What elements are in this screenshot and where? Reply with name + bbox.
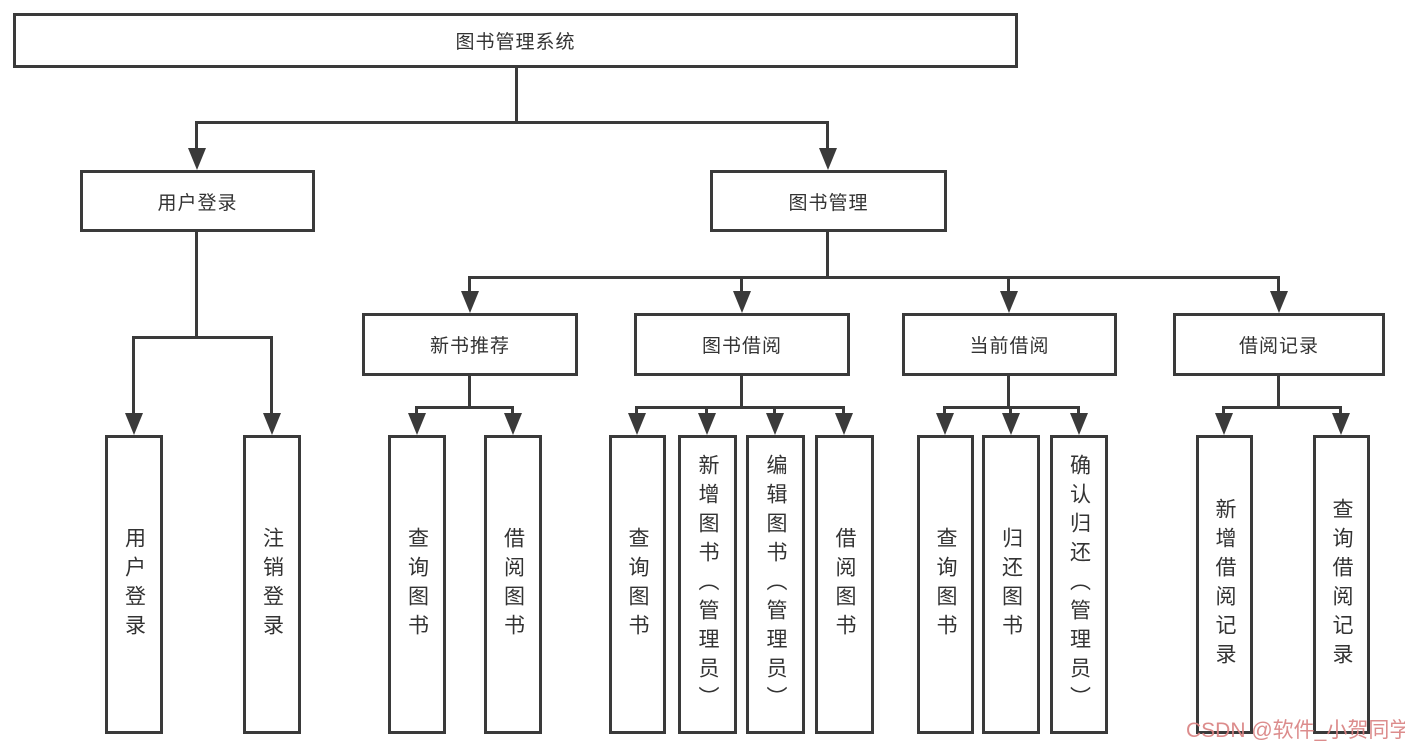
arrowhead bbox=[698, 413, 716, 435]
leaf-add-borrow-record: 新增借阅记录 bbox=[1196, 435, 1253, 734]
connector-drop bbox=[1007, 276, 1010, 293]
arrowhead bbox=[1002, 413, 1020, 435]
arrowhead bbox=[733, 291, 751, 313]
connector-book-mgmt-stem bbox=[826, 232, 829, 279]
connector-book-mgmt-branch bbox=[470, 276, 1279, 279]
leaf-return-books: 归还图书 bbox=[982, 435, 1040, 734]
leaf-user-login-label: 用户登录 bbox=[122, 526, 146, 643]
leaf-query-books-current: 查询图书 bbox=[917, 435, 974, 734]
arrowhead bbox=[125, 413, 143, 435]
connector-recommend-branch bbox=[417, 406, 513, 409]
connector-current-stem bbox=[1007, 376, 1010, 408]
node-new-book-recommend-label: 新书推荐 bbox=[429, 336, 510, 357]
csdn-watermark: CSDN @软件_小贺同学 bbox=[1186, 719, 1405, 742]
connector-drop bbox=[1222, 406, 1225, 415]
connector-root-branch bbox=[197, 121, 828, 124]
leaf-query-books-borrow-label: 查询图书 bbox=[626, 526, 649, 643]
leaf-query-books-recommend: 查询图书 bbox=[388, 435, 446, 734]
leaf-query-books-current-label: 查询图书 bbox=[934, 526, 957, 643]
leaf-query-books-recommend-label: 查询图书 bbox=[405, 526, 429, 643]
connector-drop bbox=[773, 406, 776, 415]
connector-borrowing-branch bbox=[637, 406, 844, 409]
leaf-query-borrow-record-label: 查询借阅记录 bbox=[1330, 497, 1353, 672]
node-book-management-label: 图书管理 bbox=[788, 192, 869, 214]
node-borrowing-records: 借阅记录 bbox=[1173, 313, 1385, 376]
arrowhead bbox=[766, 413, 784, 435]
leaf-logout-label: 注销登录 bbox=[260, 526, 284, 643]
leaf-edit-books-admin: 编辑图书（管理员） bbox=[746, 435, 805, 734]
connector-root-stem bbox=[515, 68, 518, 124]
connector-drop bbox=[132, 336, 135, 415]
arrowhead bbox=[1270, 291, 1288, 313]
node-book-borrowing: 图书借阅 bbox=[634, 313, 850, 376]
connector-drop bbox=[740, 276, 743, 293]
arrowhead bbox=[835, 413, 853, 435]
node-current-borrowing: 当前借阅 bbox=[902, 313, 1117, 376]
node-book-management: 图书管理 bbox=[710, 170, 947, 232]
connector-drop bbox=[943, 406, 946, 415]
arrowhead bbox=[936, 413, 954, 435]
arrowhead bbox=[263, 413, 281, 435]
connector-drop bbox=[1077, 406, 1080, 415]
leaf-return-books-label: 归还图书 bbox=[999, 526, 1023, 643]
arrowhead bbox=[628, 413, 646, 435]
connector-drop bbox=[415, 406, 418, 415]
arrowhead bbox=[1000, 291, 1018, 313]
leaf-borrow-books-borrow-label: 借阅图书 bbox=[833, 526, 856, 643]
arrowhead bbox=[1070, 413, 1088, 435]
connector-borrowing-stem bbox=[740, 376, 743, 408]
node-borrowing-records-label: 借阅记录 bbox=[1238, 336, 1319, 357]
leaf-borrow-books-recommend-label: 借阅图书 bbox=[501, 526, 525, 643]
node-root-label: 图书管理系统 bbox=[455, 32, 576, 53]
connector-drop bbox=[1009, 406, 1012, 415]
connector-drop bbox=[511, 406, 514, 415]
arrowhead bbox=[188, 148, 206, 170]
arrowhead bbox=[461, 291, 479, 313]
connector-drop bbox=[270, 336, 273, 415]
node-current-borrowing-label: 当前借阅 bbox=[969, 336, 1050, 357]
leaf-user-login: 用户登录 bbox=[105, 435, 163, 734]
connector-records-branch bbox=[1224, 406, 1341, 409]
leaf-confirm-return-admin: 确认归还（管理员） bbox=[1050, 435, 1108, 734]
connector-drop bbox=[468, 276, 471, 293]
arrowhead bbox=[408, 413, 426, 435]
leaf-add-books-admin: 新增图书（管理员） bbox=[678, 435, 737, 734]
leaf-query-borrow-record: 查询借阅记录 bbox=[1313, 435, 1370, 734]
connector-drop bbox=[826, 121, 829, 150]
connector-drop bbox=[1277, 276, 1280, 293]
node-root: 图书管理系统 bbox=[13, 13, 1018, 68]
arrowhead bbox=[1332, 413, 1350, 435]
arrowhead bbox=[819, 148, 837, 170]
leaf-query-books-borrow: 查询图书 bbox=[609, 435, 666, 734]
connector-user-login-branch bbox=[134, 336, 272, 339]
connector-drop bbox=[195, 121, 198, 150]
connector-drop bbox=[635, 406, 638, 415]
connector-drop bbox=[1339, 406, 1342, 415]
arrowhead bbox=[1215, 413, 1233, 435]
node-book-borrowing-label: 图书借阅 bbox=[701, 336, 782, 357]
connector-user-login-stem bbox=[195, 232, 198, 339]
leaf-add-borrow-record-label: 新增借阅记录 bbox=[1213, 497, 1236, 672]
leaf-add-books-admin-label: 新增图书（管理员） bbox=[696, 454, 719, 715]
node-new-book-recommend: 新书推荐 bbox=[362, 313, 578, 376]
leaf-edit-books-admin-label: 编辑图书（管理员） bbox=[764, 454, 787, 715]
connector-recommend-stem bbox=[468, 376, 471, 408]
connector-current-branch bbox=[945, 406, 1079, 409]
connector-drop bbox=[705, 406, 708, 415]
leaf-logout: 注销登录 bbox=[243, 435, 301, 734]
leaf-borrow-books-recommend: 借阅图书 bbox=[484, 435, 542, 734]
node-user-login: 用户登录 bbox=[80, 170, 315, 232]
leaf-borrow-books-borrow: 借阅图书 bbox=[815, 435, 874, 734]
connector-records-stem bbox=[1277, 376, 1280, 408]
connector-drop bbox=[842, 406, 845, 415]
node-user-login-label: 用户登录 bbox=[157, 192, 238, 214]
leaf-confirm-return-admin-label: 确认归还（管理员） bbox=[1067, 454, 1091, 715]
arrowhead bbox=[504, 413, 522, 435]
